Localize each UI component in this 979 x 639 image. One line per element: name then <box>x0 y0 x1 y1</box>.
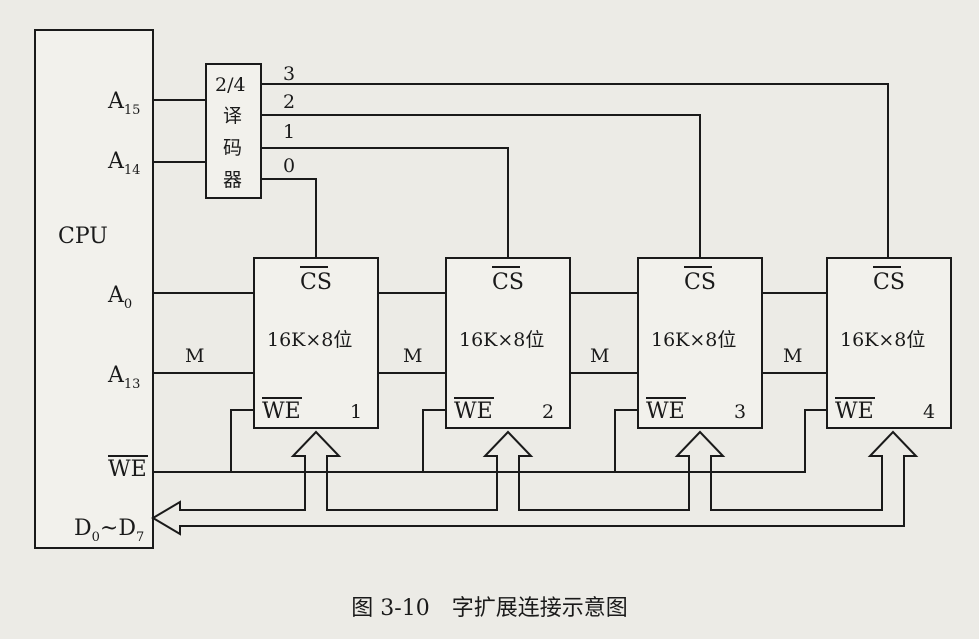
cpu-block <box>34 29 154 549</box>
chip-3-body <box>637 257 763 429</box>
cs-line-2 <box>261 114 701 258</box>
chip-4-cs: CS <box>873 270 905 295</box>
chip-1-body <box>253 257 379 429</box>
chip-3-we: WE <box>646 399 685 424</box>
chip-1-cs: CS <box>300 270 332 295</box>
chip-2-we: WE <box>454 399 493 424</box>
figure-caption: 图 3-10 字扩展连接示意图 <box>351 596 628 621</box>
chip-4-body <box>826 257 952 429</box>
decoder-out-3: 3 <box>283 63 295 85</box>
we-tap-2 <box>422 409 446 472</box>
chip-4-we: WE <box>835 399 874 424</box>
cs-line-1 <box>261 147 509 258</box>
bus-label-0: M <box>185 345 204 367</box>
chip-3-index: 3 <box>734 401 746 423</box>
pin-a13-label: A13 <box>107 363 140 392</box>
memory-chip: CS 16K×8位 WE 3 <box>637 257 763 429</box>
decoder-line-3: 码 <box>223 137 242 159</box>
chip-2-capacity: 16K×8位 <box>459 329 544 351</box>
chip-4-capacity: 16K×8位 <box>840 329 925 351</box>
we-tap-3 <box>614 409 638 472</box>
we-bus <box>153 409 827 473</box>
chip-2-cs: CS <box>492 270 524 295</box>
decoder-out-0: 0 <box>283 155 295 177</box>
decoder-out-2: 2 <box>283 91 295 113</box>
decoder-block <box>205 63 262 199</box>
pin-a14-label: A14 <box>107 149 140 178</box>
decoder-line-4: 器 <box>223 169 242 191</box>
cs-line-3 <box>261 83 889 258</box>
data-bus-outline <box>151 430 919 536</box>
chip-3-cs: CS <box>684 270 716 295</box>
decoder-line-1: 2/4 <box>215 74 246 96</box>
pin-data-label: D0~D7 <box>74 516 144 545</box>
data-arrow-chip-1 <box>290 430 342 510</box>
pin-we-label: WE <box>108 457 147 482</box>
bus-label-3: M <box>783 345 802 367</box>
memory-chip: CS 16K×8位 WE 2 <box>445 257 571 429</box>
chip-4-index: 4 <box>923 401 935 423</box>
pin-a15-label: A15 <box>107 89 140 118</box>
data-arrow-chip-2 <box>482 430 534 510</box>
cpu-label: CPU <box>58 224 108 249</box>
chip-3-capacity: 16K×8位 <box>651 329 736 351</box>
bus-label-2: M <box>590 345 609 367</box>
we-tap-1 <box>230 409 254 472</box>
chip-1-capacity: 16K×8位 <box>267 329 352 351</box>
decoder-line-2: 译 <box>223 105 242 127</box>
bus-label-1: M <box>403 345 422 367</box>
cs-line-0 <box>261 178 317 258</box>
chip-2-body <box>445 257 571 429</box>
decoder-out-1: 1 <box>283 121 295 143</box>
chip-2-index: 2 <box>542 401 554 423</box>
pin-a0-label: A0 <box>107 283 132 312</box>
memory-chip: CS 16K×8位 WE 4 <box>826 257 952 429</box>
chip-1-we: WE <box>262 399 301 424</box>
memory-chip: CS 16K×8位 WE 1 <box>253 257 379 429</box>
chip-1-index: 1 <box>350 401 362 423</box>
data-arrow-chip-3 <box>674 430 726 510</box>
